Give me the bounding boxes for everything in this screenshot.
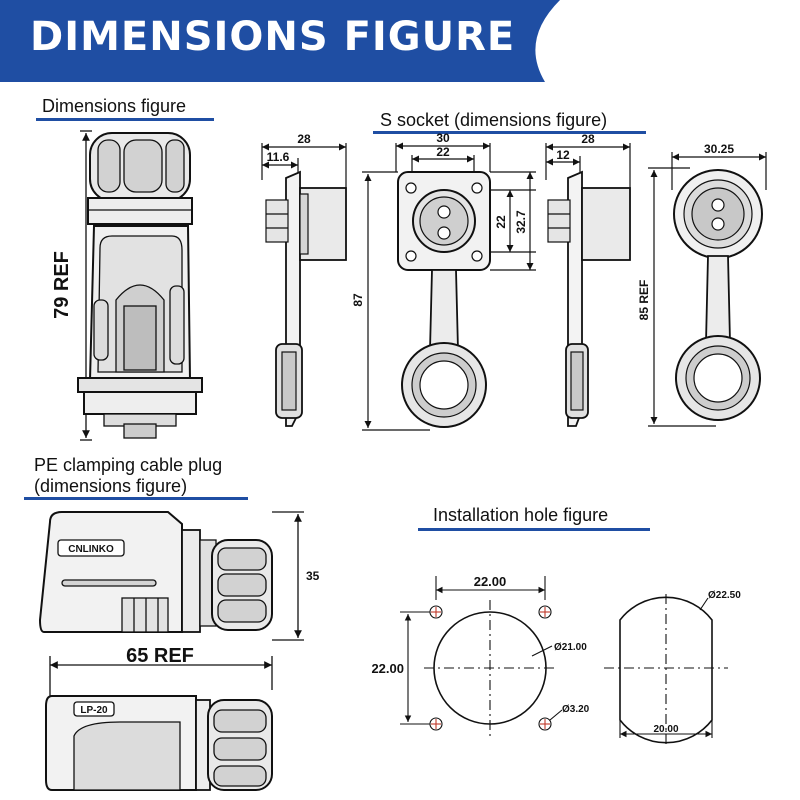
socket-round-drawing — [648, 152, 767, 427]
section-label-socket: S socket (dimensions figure) — [380, 110, 608, 130]
section-underline-socket — [373, 131, 646, 134]
dim-total-height: 87 — [351, 293, 365, 307]
header-banner — [0, 0, 560, 82]
dim-front-width: 30 — [436, 131, 450, 145]
brand-mark: CNLINKO — [68, 544, 114, 555]
dim-hole-center: Ø21.00 — [554, 642, 587, 653]
install-hole-drawing — [400, 576, 728, 744]
dim-round-height: 85 REF — [637, 280, 651, 321]
section-label-pe-1: PE clamping cable plug — [34, 455, 223, 475]
dim-cable-length: 65 REF — [126, 645, 194, 667]
dim-hole-round: Ø22.50 — [708, 590, 741, 601]
socket-side-2-drawing — [545, 143, 631, 427]
section-label-pe-2: (dimensions figure) — [34, 476, 188, 496]
dim-front-outer-v: 32.7 — [514, 210, 528, 234]
section-underline-plug — [36, 118, 214, 121]
dim-hole-flat: 20.00 — [653, 724, 678, 735]
section-underline-pe — [24, 497, 248, 500]
dim-front-inner-v: 22 — [494, 215, 508, 229]
section-label-install: Installation hole figure — [433, 505, 609, 525]
dim-round-width: 30.25 — [704, 142, 734, 156]
model-mark: LP-20 — [80, 705, 108, 716]
dim-side-flange: 11.6 — [267, 150, 290, 164]
dim-hole-spacing-h: 22.00 — [474, 574, 507, 589]
cable-plug-bottom-drawing — [45, 656, 273, 791]
plug-drawing — [77, 130, 203, 441]
section-label-plug: Dimensions figure — [42, 96, 187, 116]
dim-plug-height: 79 REF — [51, 251, 73, 319]
dim-side2-flange: 12 — [556, 148, 570, 162]
cable-plug-top-drawing — [38, 511, 304, 641]
socket-front-drawing — [362, 142, 536, 431]
dim-cable-height: 35 — [306, 569, 320, 583]
dim-hole-spacing-v: 22.00 — [371, 661, 404, 676]
dim-front-inner: 22 — [436, 145, 450, 159]
section-underline-install — [418, 528, 650, 531]
dim-hole-small: Ø3.20 — [562, 704, 590, 715]
page-title: DIMENSIONS FIGURE — [30, 14, 516, 60]
dim-side-width: 28 — [297, 132, 311, 146]
dim-side2-width: 28 — [581, 132, 595, 146]
socket-side-1-drawing — [261, 143, 347, 427]
